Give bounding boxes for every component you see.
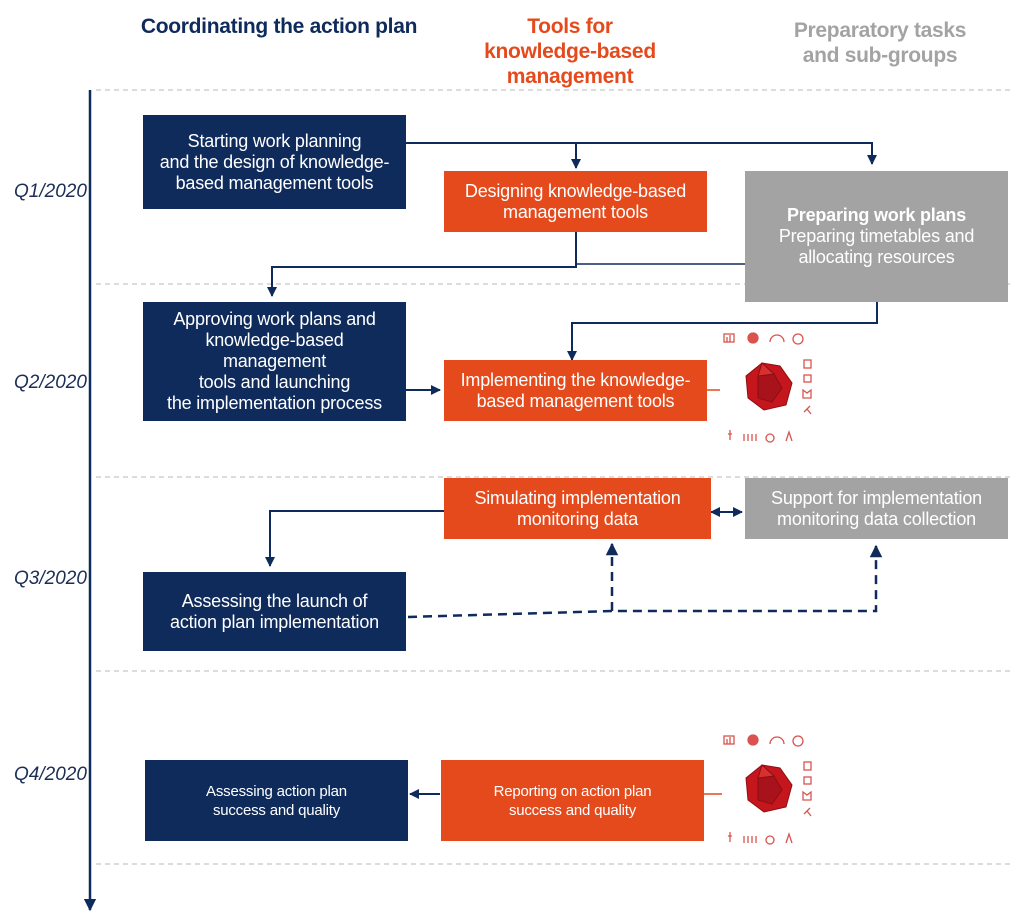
person-icon xyxy=(728,832,732,842)
runner-icon xyxy=(803,807,812,817)
box-assessing-launch: Assessing the launch of action plan impl… xyxy=(143,572,406,651)
building-icon xyxy=(803,776,812,785)
factory-icon xyxy=(802,790,812,801)
factory-icon xyxy=(802,388,812,399)
wheelchair-icon xyxy=(765,433,775,443)
box-support: Support for implementation monitoring da… xyxy=(745,478,1008,539)
pie-chart-icon xyxy=(747,734,759,746)
walker-icon xyxy=(785,429,793,442)
column-header-coordinating: Coordinating the action plan xyxy=(140,15,418,38)
box-simulating: Simulating implementation monitoring dat… xyxy=(444,478,711,539)
group-icon xyxy=(743,836,757,843)
box-approving-text: Approving work plans and knowledge-based… xyxy=(167,309,382,413)
box-support-text: Support for implementation monitoring da… xyxy=(771,487,982,529)
box-starting-work-text: Starting work planning and the design of… xyxy=(159,130,390,193)
stopwatch-icon xyxy=(792,333,804,345)
person-icon xyxy=(728,430,732,440)
document-icon xyxy=(803,761,812,771)
box-preparing-title: Preparing work plans xyxy=(786,205,967,225)
box-reporting-text: Reporting on action plan success and qua… xyxy=(493,782,652,819)
bar-chart-icon xyxy=(723,333,735,343)
box-approving: Approving work plans and knowledge-based… xyxy=(143,302,406,421)
wheelchair-icon xyxy=(765,835,775,845)
building-icon xyxy=(803,374,812,383)
box-implementing-text: Implementing the knowledge- based manage… xyxy=(460,369,691,411)
box-reporting: Reporting on action plan success and qua… xyxy=(441,760,704,841)
dice-icon-cluster-q2 xyxy=(718,328,818,453)
runner-icon xyxy=(803,405,812,415)
walker-icon xyxy=(785,831,793,844)
box-implementing: Implementing the knowledge- based manage… xyxy=(444,360,707,421)
die-icon xyxy=(745,764,793,813)
quarter-label-q1: Q1/2020 xyxy=(14,181,87,202)
box-preparing-body: Preparing timetables and allocating reso… xyxy=(778,226,975,267)
die-icon xyxy=(745,362,793,411)
dice-icon-cluster-q4 xyxy=(718,730,818,855)
box-assessing-success-text: Assessing action plan success and qualit… xyxy=(206,782,347,819)
box-starting-work: Starting work planning and the design of… xyxy=(143,115,406,209)
column-header-preparatory: Preparatory tasks and sub-groups xyxy=(793,19,967,67)
group-icon xyxy=(743,434,757,441)
box-designing-tools-text: Designing knowledge-based management too… xyxy=(464,180,687,222)
quarter-label-q4: Q4/2020 xyxy=(14,764,87,785)
box-simulating-text: Simulating implementation monitoring dat… xyxy=(474,487,681,529)
gauge-icon xyxy=(769,736,785,745)
box-assessing-launch-text: Assessing the launch of action plan impl… xyxy=(170,590,379,632)
gauge-icon xyxy=(769,334,785,343)
box-preparing-work-plans: Preparing work plans Preparing timetable… xyxy=(745,171,1008,302)
document-icon xyxy=(803,359,812,369)
quarter-label-q2: Q2/2020 xyxy=(14,372,87,393)
pie-chart-icon xyxy=(747,332,759,344)
quarter-label-q3: Q3/2020 xyxy=(14,568,87,589)
bar-chart-icon xyxy=(723,735,735,745)
box-assessing-success: Assessing action plan success and qualit… xyxy=(145,760,408,841)
stopwatch-icon xyxy=(792,735,804,747)
box-designing-tools: Designing knowledge-based management too… xyxy=(444,171,707,232)
column-header-tools: Tools for knowledge-based management xyxy=(484,15,656,88)
